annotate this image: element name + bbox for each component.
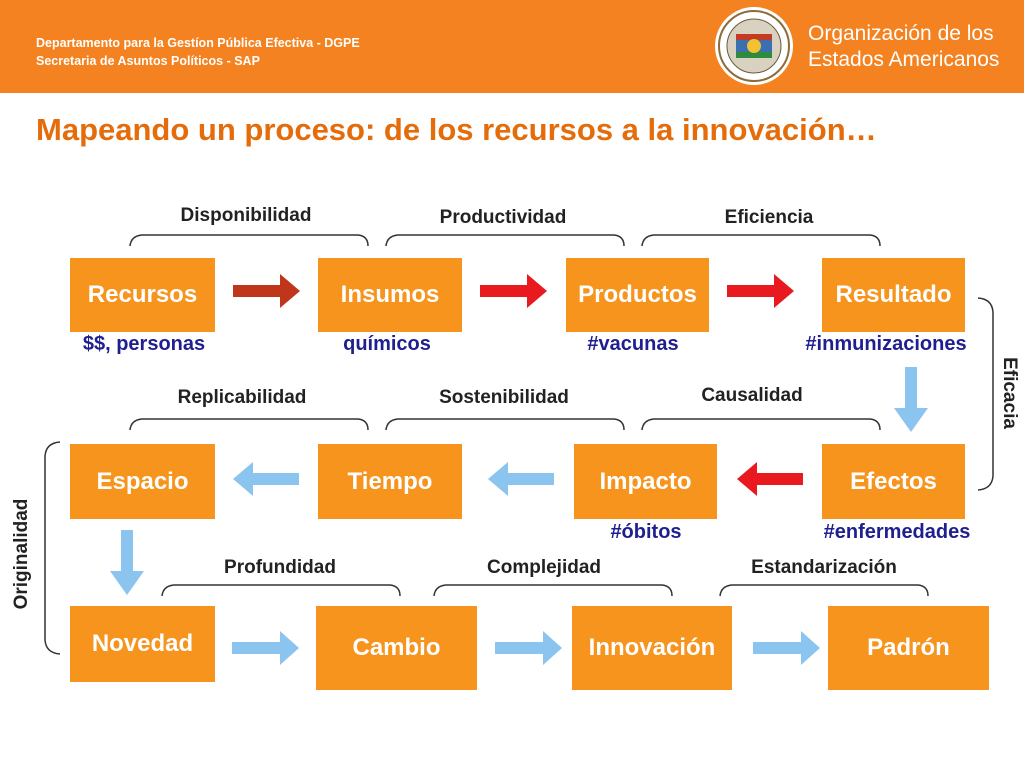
brace-estandarizacion [719,584,929,597]
arrow-impacto-tiempo [488,462,554,496]
arrow-efectos-impacto [737,462,803,496]
box-insumos: Insumos [318,258,462,332]
arrow-resultado-efectos [894,367,928,432]
label-replicabilidad: Replicabilidad [177,387,307,408]
metric-productos: #vacunas [587,333,679,355]
brace-disponibilidad [129,234,369,247]
arrow-espacio-novedad [110,530,144,595]
header-band: Departamento para la Gestíon Pública Efe… [0,0,1024,93]
box-padron: Padrón [828,606,989,690]
box-resultado: Resultado [822,258,965,332]
metric-recursos: $$, personas [82,333,206,355]
label-disponibilidad: Disponibilidad [180,205,312,226]
box-novedad: Novedad [70,606,215,682]
brace-complejidad [433,584,673,597]
organization-name: Organización de los Estados Americanos [808,21,999,73]
label-complejidad: Complejidad [486,557,602,578]
organization-line-2: Estados Americanos [808,48,1000,71]
label-estandarizacion: Estandarización [751,557,897,578]
label-originalidad: Originalidad [11,498,32,610]
arrow-recursos-insumos [233,274,300,308]
label-productividad: Productividad [439,207,567,228]
metric-impacto: #óbitos [610,521,682,543]
organization-line-1: Organización de los [808,22,994,45]
department-line-1: Departamento para la Gestíon Pública Efe… [36,36,360,50]
slide-title: Mapeando un proceso: de los recursos a l… [36,112,877,147]
brace-eficacia [977,297,994,491]
brace-sostenibilidad [385,418,625,431]
box-espacio: Espacio [70,444,215,519]
metric-efectos: #enfermedades [823,521,971,543]
box-impacto: Impacto [574,444,717,519]
brace-causalidad [641,418,881,431]
oas-seal-icon [715,7,793,85]
metric-resultado: #inmunizaciones [805,333,967,355]
brace-replicabilidad [129,418,369,431]
brace-eficiencia [641,234,881,247]
box-innovacion: Innovación [572,606,732,690]
arrow-innovacion-padron [753,631,820,665]
label-profundidad: Profundidad [224,557,336,578]
arrow-productos-resultado [727,274,794,308]
brace-originalidad [44,441,61,655]
box-recursos: Recursos [70,258,215,332]
brace-profundidad [161,584,401,597]
department-text: Departamento para la Gestíon Pública Efe… [36,34,360,70]
label-causalidad: Causalidad [701,385,803,406]
box-efectos: Efectos [822,444,965,519]
label-eficiencia: Eficiencia [724,207,814,228]
box-productos: Productos [566,258,709,332]
arrow-cambio-innovacion [495,631,562,665]
label-sostenibilidad: Sostenibilidad [439,387,569,408]
department-line-2: Secretaria de Asuntos Políticos - SAP [36,54,260,68]
label-eficacia: Eficacia [999,357,1020,429]
arrow-novedad-cambio [232,631,299,665]
box-cambio: Cambio [316,606,477,690]
arrow-tiempo-espacio [233,462,299,496]
arrow-insumos-productos [480,274,547,308]
brace-productividad [385,234,625,247]
box-tiempo: Tiempo [318,444,462,519]
metric-insumos: químicos [343,333,431,355]
